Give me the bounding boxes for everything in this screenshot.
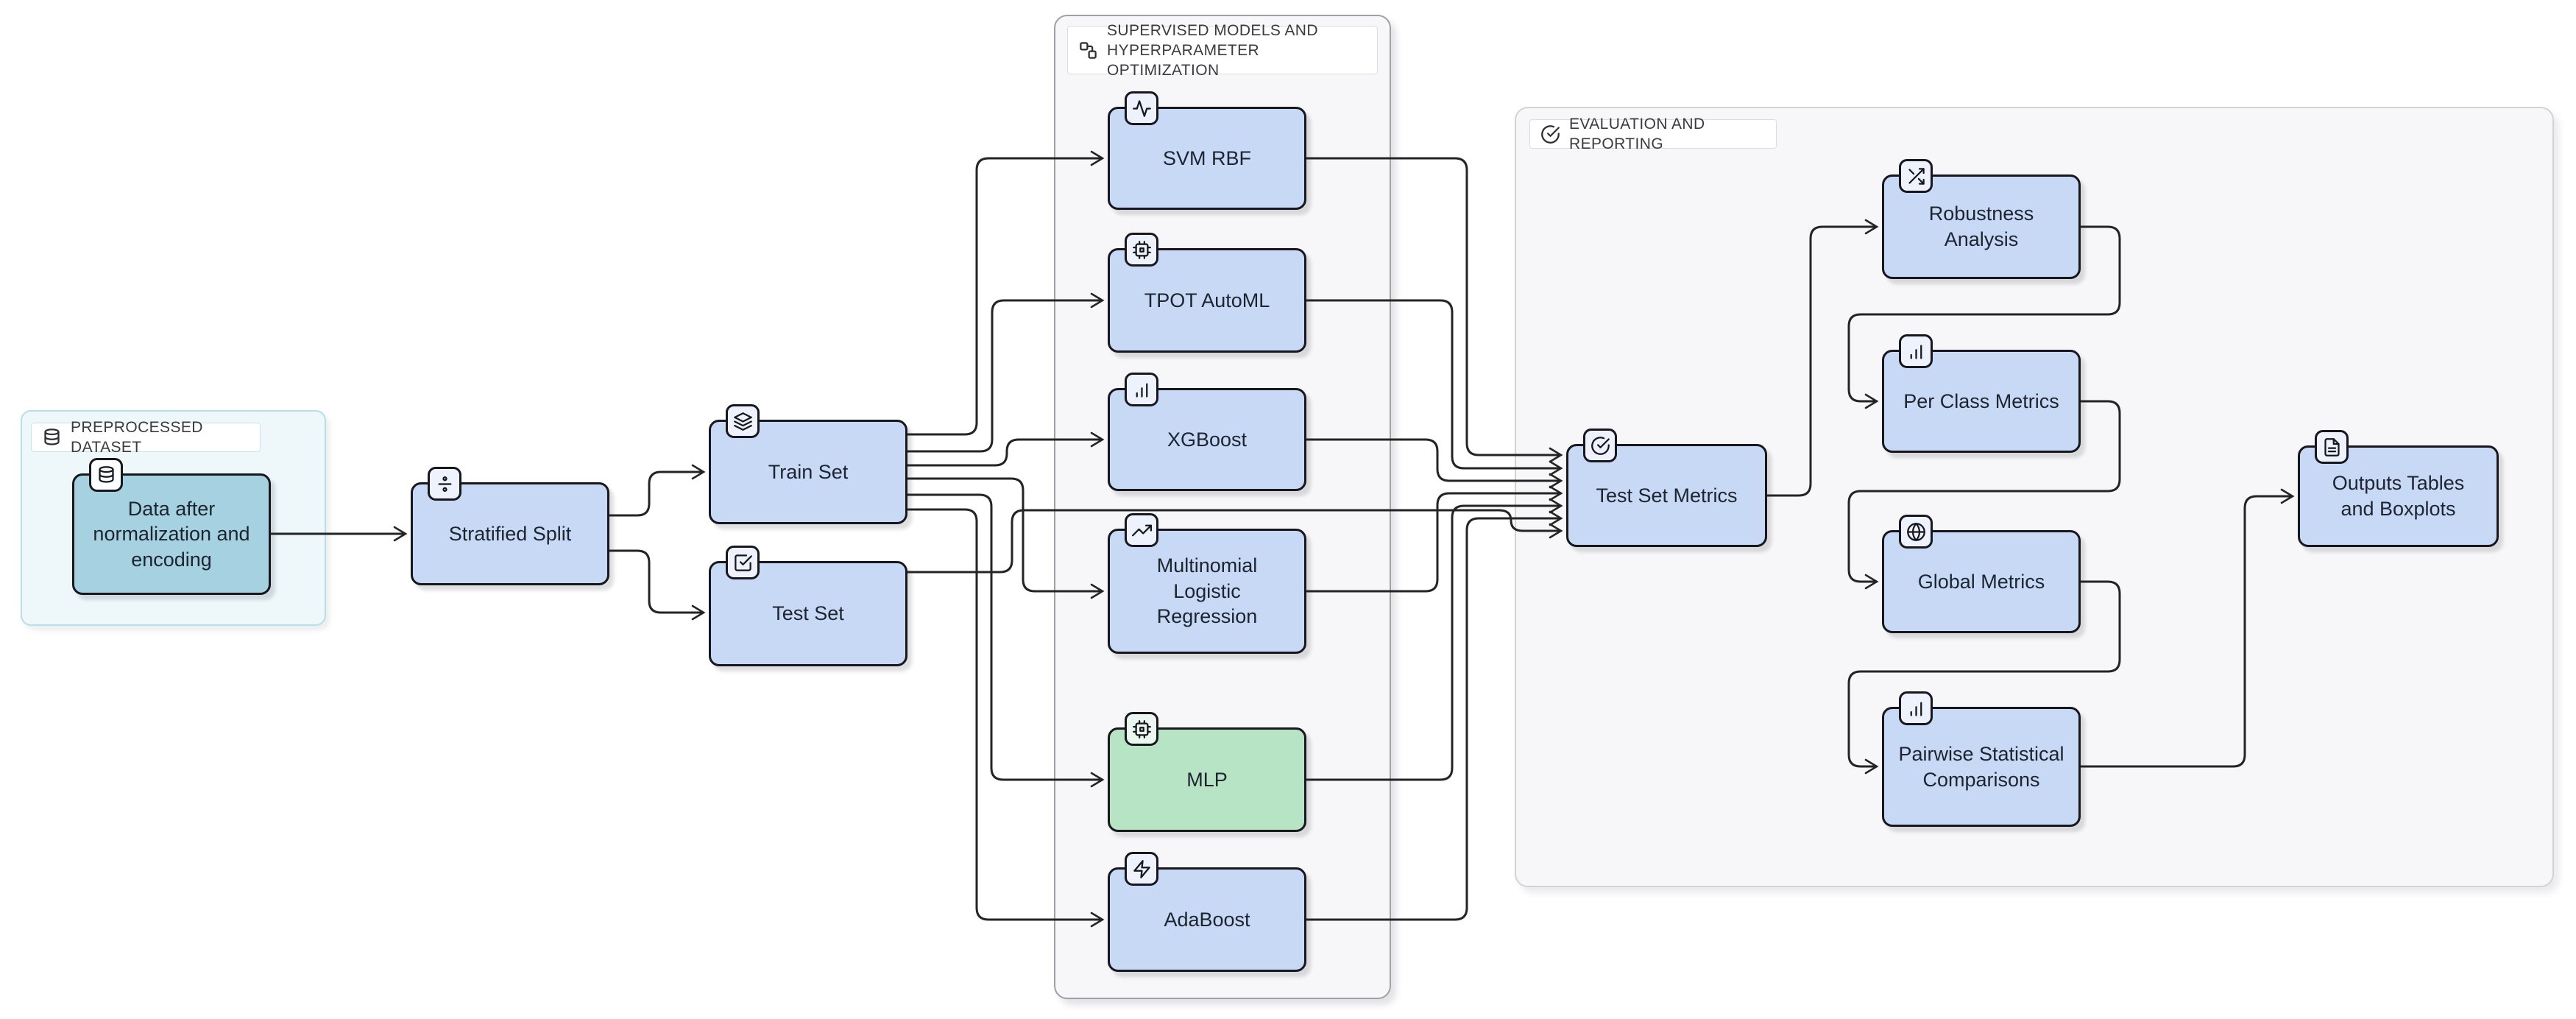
node-label: AdaBoost <box>1164 908 1250 931</box>
node-adaboost: AdaBoost <box>1108 852 1306 972</box>
group-label-preprocessed: PREPROCESSED DATASET <box>31 419 261 456</box>
node-mlp: MLP <box>1108 712 1306 832</box>
edge-mlr-to-metrics <box>1306 485 1563 593</box>
node-label: Per Class Metrics <box>1903 389 2059 412</box>
node-label: Data after normalization and encoding <box>93 497 250 571</box>
node-robustness-analysis: Robustness Analysis <box>1882 159 2081 279</box>
node-multinomial-logistic-regression: Multinomial Logistic Regression <box>1108 513 1306 654</box>
node-label: TPOT AutoML <box>1144 289 1270 311</box>
edge-split-to-train <box>609 464 706 517</box>
group-label-text: PREPROCESSED DATASET <box>71 419 203 456</box>
edge-train-to-mlr <box>907 477 1105 599</box>
node-train-set: Train Set <box>709 404 907 524</box>
node-label: Outputs Tables and Boxplots <box>2332 472 2465 520</box>
edge-train-to-xgboost <box>907 431 1105 467</box>
check-square-icon <box>734 554 752 571</box>
edge-train-to-svm <box>907 150 1105 436</box>
node-label: Test Set Metrics <box>1596 484 1738 507</box>
edge-split-to-test <box>609 549 706 621</box>
node-badge <box>1125 233 1158 267</box>
cpu-icon <box>1132 240 1151 259</box>
node-pairwise-statistical-comparisons: Pairwise Statistical Comparisons <box>1882 691 2081 827</box>
node-badge <box>428 467 461 501</box>
node-badge <box>726 404 760 438</box>
node-label: Robustness Analysis <box>1928 202 2034 250</box>
edge-test-to-metrics <box>907 509 1563 574</box>
edge-mlp-to-metrics <box>1306 498 1563 781</box>
node-label: Multinomial Logistic Regression <box>1156 554 1258 628</box>
layers-icon <box>733 412 752 431</box>
bar-chart-icon <box>1910 345 1922 359</box>
divide-icon <box>438 476 451 492</box>
node-label: Global Metrics <box>1917 570 2045 593</box>
edge-train-to-adaboost <box>907 508 1105 928</box>
edge-robustness-to-perclass <box>1847 225 2121 409</box>
shuffle-icon <box>1908 167 1925 185</box>
edge-perclass-to-global <box>1847 400 2121 590</box>
node-badge <box>1125 712 1158 746</box>
node-xgboost: XGBoost <box>1108 373 1306 491</box>
node-badge <box>2315 430 2349 464</box>
node-badge <box>1125 373 1158 406</box>
trending-up-icon <box>1131 524 1152 536</box>
node-tpot-automl: TPOT AutoML <box>1108 233 1306 353</box>
edge-adaboost-to-metrics <box>1306 510 1563 921</box>
node-test-set-metrics: Test Set Metrics <box>1566 429 1767 547</box>
database-icon <box>44 428 60 445</box>
check-circle-icon <box>1541 124 1560 144</box>
edge-global-to-pairwise <box>1847 580 2121 775</box>
workflow-icon <box>1080 41 1097 59</box>
node-label: Pairwise Statistical Comparisons <box>1898 742 2064 791</box>
node-data-after-normalization: Data after normalization and encoding <box>72 458 271 595</box>
group-label-evaluation: EVALUATION AND REPORTING <box>1529 116 1777 152</box>
node-global-metrics: Global Metrics <box>1882 515 2081 633</box>
node-label: Stratified Split <box>448 522 572 545</box>
node-badge <box>1125 852 1158 886</box>
edge-xgboost-to-metrics <box>1306 438 1563 489</box>
edge-tpot-to-metrics <box>1306 299 1563 476</box>
zap-icon <box>1133 859 1150 878</box>
globe-icon <box>1906 522 1925 541</box>
edge-train-to-mlp <box>907 493 1105 788</box>
node-badge <box>1899 515 1933 549</box>
node-per-class-metrics: Per Class Metrics <box>1882 334 2081 453</box>
node-test-set: Test Set <box>709 546 907 666</box>
activity-icon <box>1132 99 1151 117</box>
node-label: Test Set <box>772 602 844 625</box>
node-badge <box>1125 513 1158 547</box>
group-label-text: SUPERVISED MODELS AND HYPERPARAMETER OPT… <box>1107 21 1318 79</box>
node-svm-rbf: SVM RBF <box>1108 91 1306 210</box>
group-label-supervised: SUPERVISED MODELS AND HYPERPARAMETER OPT… <box>1067 22 1378 79</box>
node-badge <box>1125 91 1158 125</box>
node-badge <box>1899 334 1933 368</box>
bar-chart-icon <box>1136 383 1147 398</box>
group-label-text: EVALUATION AND REPORTING <box>1569 116 1705 152</box>
bar-chart-icon <box>1910 702 1922 716</box>
edge-train-to-tpot <box>907 292 1105 453</box>
node-badge <box>89 458 123 492</box>
edge-svm-to-metrics <box>1306 157 1563 463</box>
file-text-icon <box>2324 437 2340 456</box>
edge-metrics-to-robustness <box>1767 219 1879 497</box>
cpu-icon <box>1132 719 1151 738</box>
node-label: SVM RBF <box>1162 147 1251 169</box>
node-label: MLP <box>1186 768 1228 791</box>
node-badge <box>1899 159 1933 193</box>
node-badge <box>1899 691 1933 725</box>
node-label: XGBoost <box>1167 428 1248 451</box>
check-circle-icon <box>1590 436 1610 455</box>
node-badge <box>1583 429 1617 462</box>
database-icon <box>98 465 114 483</box>
edge-pairwise-to-outputs <box>2081 488 2295 768</box>
node-badge <box>726 546 760 579</box>
node-outputs-tables-boxplots: Outputs Tables and Boxplots <box>2298 430 2499 547</box>
node-stratified-split: Stratified Split <box>411 467 609 585</box>
node-label: Train Set <box>768 460 849 483</box>
